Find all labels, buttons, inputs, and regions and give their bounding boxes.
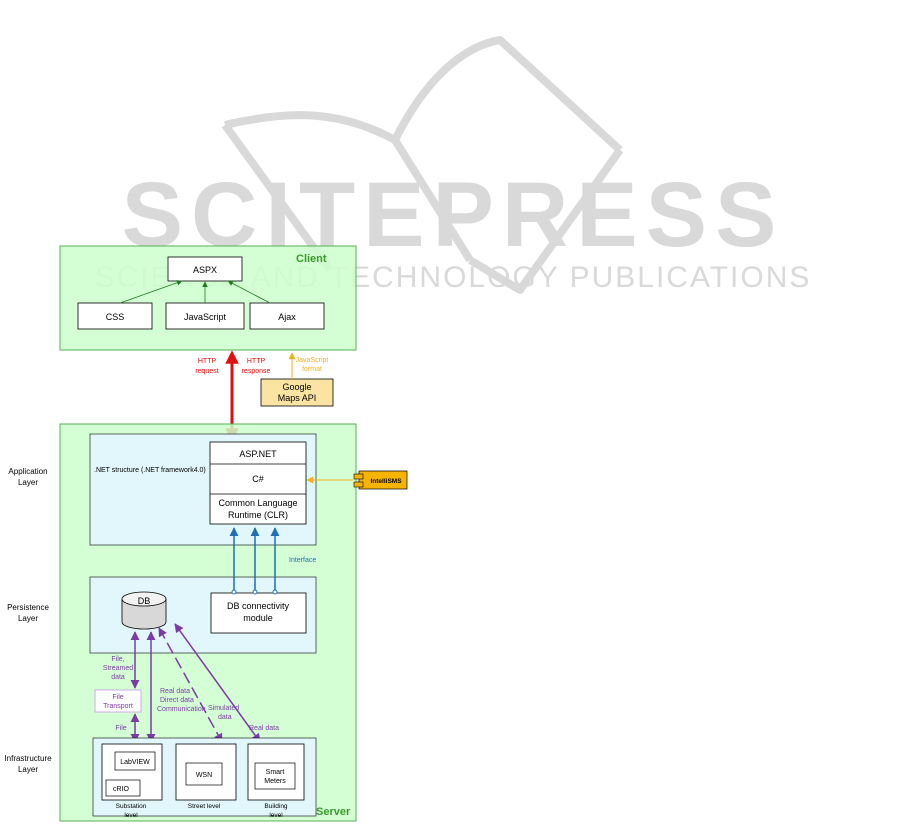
file-streamed-label-1: File, [111, 656, 124, 663]
intellisms-label: IntelliSMS [370, 478, 402, 485]
interface-arrows [229, 527, 280, 595]
javascript-format-label-2: format [302, 366, 322, 373]
intellisms-port-bottom [353, 481, 364, 488]
google-maps-label-1: Google [282, 382, 311, 392]
client-title: Client [296, 253, 327, 265]
crio-box [105, 779, 141, 797]
smart-meters-real-data-arrow [174, 623, 261, 743]
interface-label: Interface [289, 557, 316, 564]
clr-label-1: Common Language [218, 498, 297, 508]
smart-meters-label-2: Meters [264, 778, 286, 785]
real-direct-label-3: Communication [157, 706, 206, 713]
smart-meters-box [254, 762, 296, 790]
http-response-label-1: HTTP [247, 358, 266, 365]
real-direct-label-1: Real data [160, 688, 190, 695]
css-box [77, 302, 153, 330]
substation-level-label-1: Substation [116, 803, 147, 810]
intellisms-box [358, 470, 408, 490]
ajax-label: Ajax [278, 312, 296, 322]
file-transport-label-2: Transport [103, 703, 133, 710]
persistence-layer-label-1: Persistence [7, 603, 49, 612]
css-label: CSS [106, 312, 125, 322]
google-maps-box [260, 378, 334, 407]
intellisms-port-top [353, 473, 364, 480]
street-level-label: Street level [188, 803, 221, 810]
infrastructure-layer-label-1: Infrastructure [4, 754, 52, 763]
net-structure-label: .NET structure (.NET framework4.0) [94, 467, 206, 474]
javascript-label: JavaScript [184, 312, 227, 322]
substation-level-label-2: level [124, 812, 138, 819]
javascript-box [165, 302, 245, 330]
http-response-label-2: response [242, 368, 271, 375]
data-flow-arrows [130, 623, 261, 743]
building-level-label-1: Building [264, 803, 288, 810]
application-layer-label-1: Application [8, 467, 47, 476]
aspx-box [167, 256, 243, 282]
labview-box [114, 751, 156, 771]
simulated-label-1: Simulated [208, 705, 239, 712]
server-title: Server [316, 806, 351, 818]
crio-label: cRIO [113, 786, 130, 793]
google-maps-label-2: Maps API [278, 393, 317, 403]
real-direct-label-2: Direct data [160, 697, 194, 704]
db-label: DB [138, 596, 151, 606]
clr-label-2: Runtime (CLR) [228, 510, 288, 520]
csharp-label: C# [252, 474, 264, 484]
javascript-format-label-1: JavaScript [296, 357, 329, 364]
persistence-layer-label-2: Layer [18, 614, 38, 623]
db-cylinder: DB [121, 591, 167, 630]
db-connectivity-label-2: module [243, 613, 273, 623]
simulated-label-2: data [218, 714, 232, 721]
client-section: Client ASPX CSS JavaScript Ajax [59, 245, 357, 351]
file-streamed-label-2: Streamed [103, 665, 133, 672]
real-data-label: Real data [249, 725, 279, 732]
labview-label: LabVIEW [120, 759, 150, 766]
layer-labels: Application Layer Persistence Layer Infr… [4, 467, 52, 774]
application-layer-label-2: Layer [18, 478, 38, 487]
aspnet-label: ASP.NET [239, 449, 277, 459]
smart-meters-label-1: Smart [266, 769, 285, 776]
http-request-label-2: request [195, 368, 218, 375]
intellisms-component: IntelliSMS [353, 470, 408, 490]
data-flow-labels: File, Streamed data File Real data Direc… [103, 656, 279, 732]
file-transport-label-1: File [112, 694, 123, 701]
ajax-to-aspx-arrow [227, 280, 271, 304]
infrastructure-layer-label-2: Layer [18, 765, 38, 774]
http-request-label-1: HTTP [198, 358, 217, 365]
ajax-box [249, 302, 325, 330]
file-transport-box [94, 689, 142, 713]
aspx-label: ASPX [193, 265, 217, 275]
wsn-box [185, 762, 223, 786]
file-label: File [115, 725, 126, 732]
db-connectivity-label-1: DB connectivity [227, 601, 290, 611]
watermark: SCITEPRESS SCIENCE AND TECHNOLOGY PUBLIC… [95, 36, 809, 294]
building-level-label-2: level [269, 812, 283, 819]
css-to-aspx-arrow [119, 280, 183, 304]
file-streamed-label-3: data [111, 674, 125, 681]
net-stack-box [209, 441, 307, 525]
wsn-label: WSN [196, 772, 212, 779]
